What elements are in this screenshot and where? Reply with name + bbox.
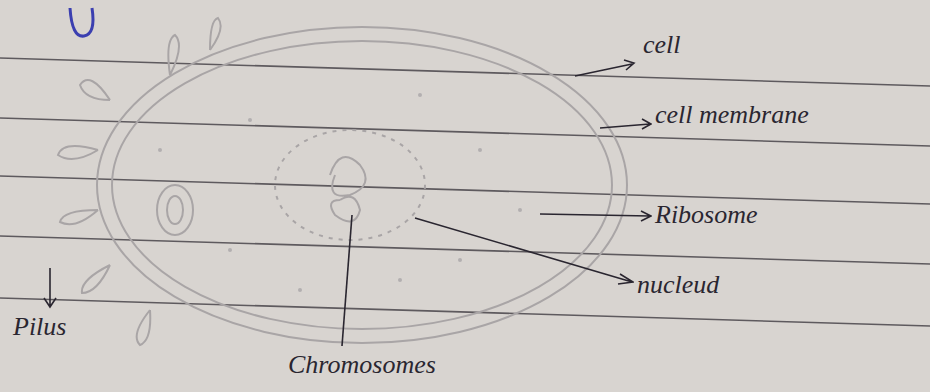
part-label: Pilus (10, 312, 69, 342)
part-label: nucleud (634, 270, 722, 300)
part-label: cell membrane (652, 100, 812, 130)
pen-mark (70, 8, 93, 36)
part-label: Ribosome (652, 200, 761, 230)
part-label: cell (640, 30, 684, 60)
part-label: Chromosomes (285, 350, 439, 380)
bacterium (58, 18, 627, 345)
ribosome-dots (158, 93, 522, 292)
leader-lines (44, 60, 651, 346)
